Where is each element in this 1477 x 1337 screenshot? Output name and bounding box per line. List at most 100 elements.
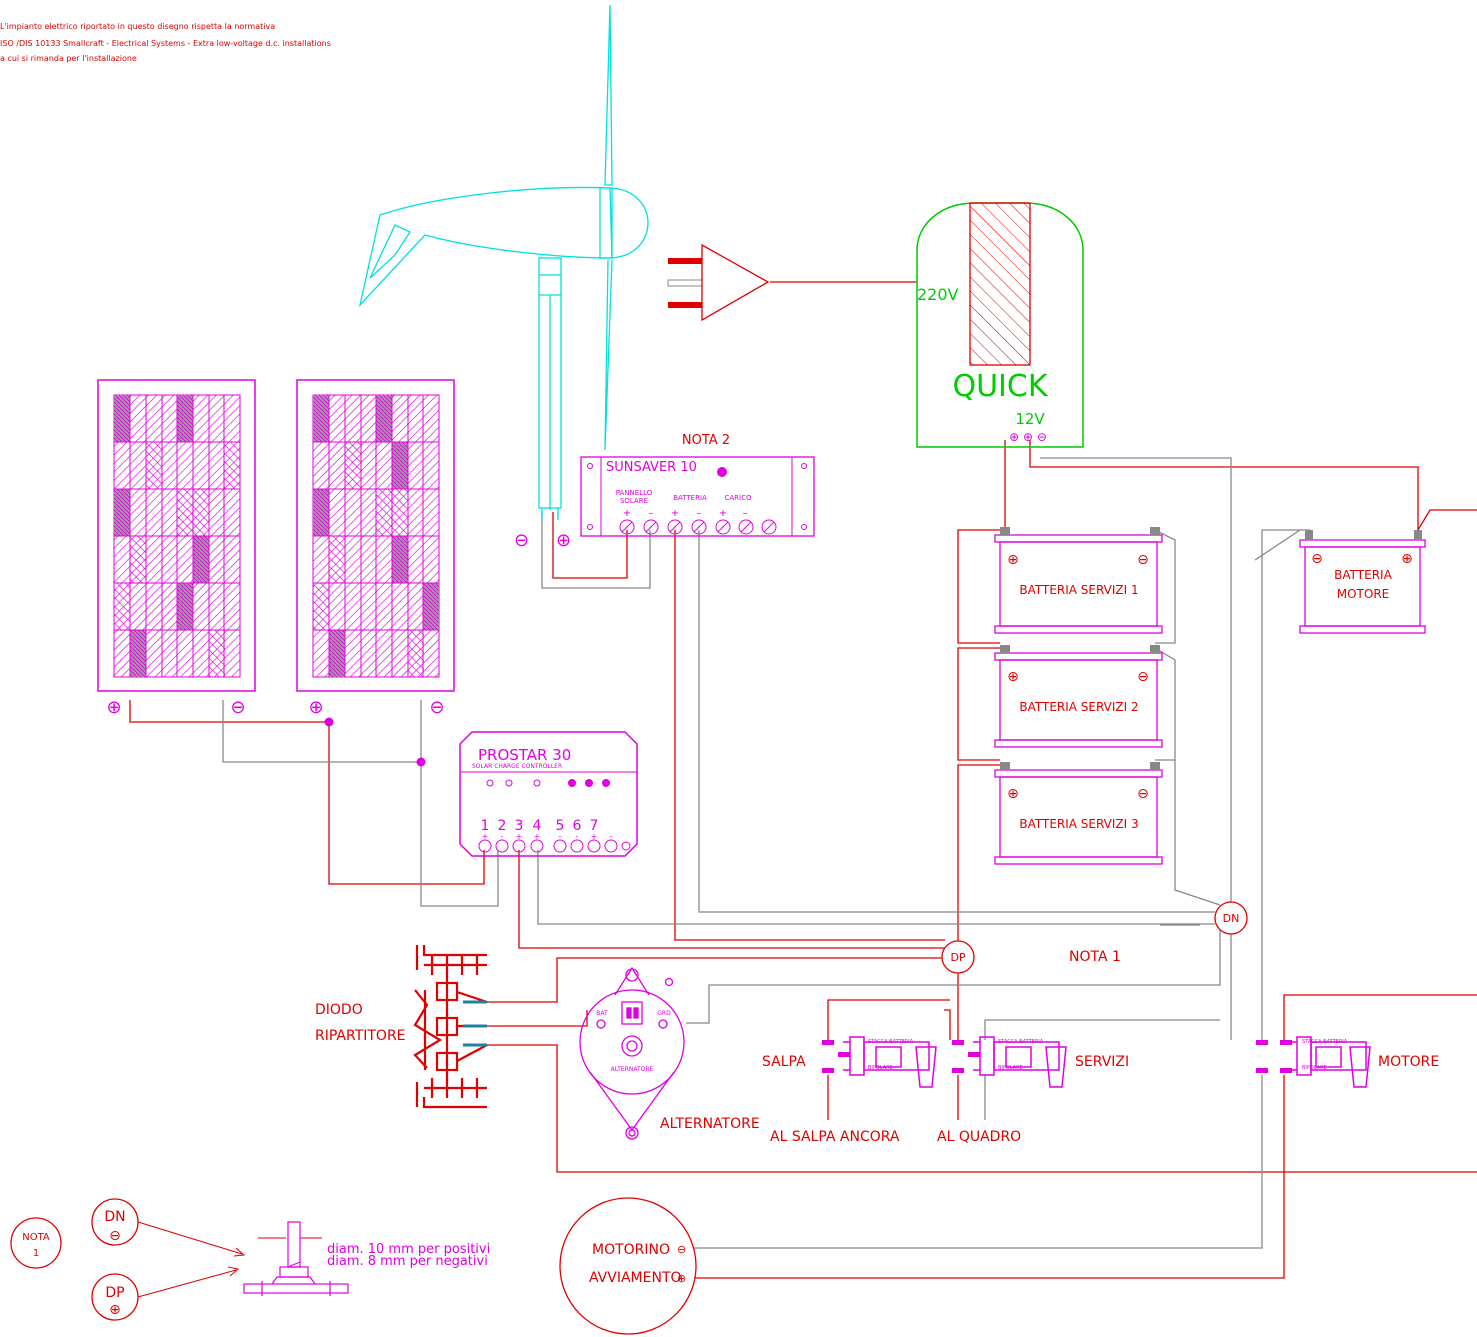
battery-servizi-3: ⊕ ⊖ BATTERIA SERVIZI 3: [994, 762, 1163, 865]
panel-left-positive-terminal: ⊕: [106, 697, 121, 718]
battery-negative-terminal: ⊖: [1137, 786, 1149, 802]
wind-generator: [358, 4, 649, 520]
prostar-terminal-number: 6: [573, 818, 582, 834]
switch-small-label-1: STACCA BATTERIA: [868, 1039, 914, 1045]
header-note-line-2: ISO /DIS 10133 Smallcraft - Electrical S…: [0, 39, 331, 48]
battery-positive-terminal: ⊕: [1007, 786, 1019, 802]
nota-1-legend: NOTA 1 DN ⊖ DP ⊕ diam. 10 mm per positiv…: [10, 1198, 490, 1321]
battery-servizi-3-label: BATTERIA SERVIZI 3: [1019, 817, 1138, 831]
plug-icon: [667, 243, 770, 322]
junction-dot: [416, 757, 426, 767]
battery-charger: 220V QUICK 12V ⊕ ⊕ ⊖: [916, 202, 1084, 448]
starter-label-1: MOTORINO: [592, 1242, 670, 1258]
prostar-terminal-polarity: +: [534, 832, 541, 841]
battery-motore-label-2: MOTORE: [1337, 587, 1390, 601]
switch-motore-label: MOTORE: [1378, 1054, 1439, 1070]
prostar-terminal-polarity: -: [610, 832, 613, 841]
sunsaver-polarity: +: [719, 508, 727, 519]
battery-switch-salpa: STACCA BATTERIA BIPOLARE: [822, 1036, 937, 1088]
prostar-terminal-polarity: +: [591, 832, 598, 841]
prostar-terminal-number: 2: [498, 818, 507, 834]
switch-small-label-2: BIPOLARE: [868, 1065, 893, 1071]
battery-switch-motore: STACCA BATTERIA BIPOLARE: [1256, 1036, 1371, 1088]
dn-bus-node: DN: [1214, 901, 1248, 935]
legend-dp-symbol: ⊕: [109, 1302, 121, 1318]
alternator-inner-label: ALTERNATORE: [611, 1066, 654, 1073]
header-note-line-1: L'impianto elettrico riportato in questo…: [0, 22, 275, 31]
panel-right-positive-terminal: ⊕: [308, 697, 323, 718]
prostar-name: PROSTAR 30: [478, 746, 571, 764]
starter-positive-terminal: ⊕: [677, 1272, 686, 1285]
led-icon: [717, 467, 727, 477]
battery-motore: ⊖ ⊕ BATTERIA MOTORE: [1299, 530, 1426, 634]
panel-right-negative-terminal: ⊖: [429, 697, 444, 718]
sunsaver-controller: SUNSAVER 10 PANNELLO SOLARE BATTERIA CAR…: [580, 456, 815, 537]
prostar-terminal-polarity: -: [559, 832, 562, 841]
prostar-terminal-polarity: -: [501, 832, 504, 841]
battery-servizi-2-label: BATTERIA SERVIZI 2: [1019, 700, 1138, 714]
prostar-terminal-number: 5: [556, 818, 565, 834]
alternator: [579, 966, 685, 1140]
sunsaver-battery-label: BATTERIA: [673, 494, 707, 502]
legend-dn-symbol: ⊖: [109, 1228, 121, 1244]
switch-small-label-1: STACCA BATTERIA: [1302, 1039, 1348, 1045]
switch-salpa-bottom-label: AL SALPA ANCORA: [770, 1129, 900, 1145]
dn-label: DN: [1223, 912, 1240, 925]
charger-name: QUICK: [952, 369, 1048, 404]
switch-small-label-2: BIPOLARE: [1302, 1065, 1327, 1071]
battery-negative-terminal: ⊖: [1311, 551, 1323, 567]
battery-positive-terminal: ⊕: [1401, 551, 1413, 567]
battery-negative-terminal: ⊖: [1137, 669, 1149, 685]
sunsaver-polarity: –: [743, 508, 748, 519]
starter-motor: MOTORINO AVVIAMENTO ⊖ ⊕: [559, 1197, 697, 1335]
legend-dp-label: DP: [105, 1285, 124, 1301]
nota-1-label: NOTA 1: [1069, 949, 1121, 965]
prostar-terminal-number: 1: [481, 818, 490, 834]
sunsaver-polarity: –: [697, 508, 702, 519]
battery-servizi-2: ⊕ ⊖ BATTERIA SERVIZI 2: [994, 645, 1163, 748]
starter-negative-terminal: ⊖: [677, 1243, 686, 1256]
charger-output-terminals: ⊕ ⊕ ⊖: [1009, 430, 1047, 444]
sunsaver-name: SUNSAVER 10: [606, 460, 697, 475]
legend-dim-positive: diam. 10 mm per positivi: [327, 1242, 490, 1257]
sunsaver-load-label: CARICO: [724, 494, 751, 502]
sunsaver-solar-label-1: PANNELLO: [616, 489, 653, 497]
charger-input-label: 220V: [917, 285, 959, 304]
dp-label: DP: [950, 951, 965, 964]
legend-dim-negative: diam. 8 mm per negativi: [327, 1254, 488, 1269]
switch-small-label-1: STACCA BATTERIA: [998, 1039, 1044, 1045]
junction-dot: [324, 717, 334, 727]
battery-motore-label-1: BATTERIA: [1334, 568, 1392, 582]
prostar-terminal-polarity: +: [482, 832, 489, 841]
prostar-terminal-polarity: +: [516, 832, 523, 841]
charger-output-label: 12V: [1015, 410, 1045, 428]
starter-label-2: AVVIAMENTO: [589, 1270, 682, 1286]
prostar-terminal-number: 7: [590, 818, 599, 834]
battery-positive-terminal: ⊕: [1007, 669, 1019, 685]
header-note-line-3: a cui si rimanda per l'installazione: [0, 54, 137, 63]
prostar-terminal-number: 3: [515, 818, 524, 834]
switch-small-label-2: BIPOLARE: [998, 1065, 1023, 1071]
alternator-grd-label: GRD: [657, 1010, 671, 1017]
legend-dn-label: DN: [104, 1209, 125, 1225]
header-notes: L'impianto elettrico riportato in questo…: [0, 22, 331, 63]
battery-servizi-1-label: BATTERIA SERVIZI 1: [1019, 583, 1138, 597]
diode-label-2: RIPARTITORE: [315, 1028, 406, 1044]
legend-nota-number: 1: [33, 1248, 39, 1259]
sunsaver-polarity: +: [671, 508, 679, 519]
sunsaver-polarity: +: [623, 508, 631, 519]
solar-panel-right: [296, 379, 455, 692]
switch-salpa-label: SALPA: [762, 1054, 806, 1070]
dp-bus-node: DP: [941, 940, 975, 974]
sunsaver-solar-label-2: SOLARE: [620, 497, 648, 505]
prostar-subtitle: SOLAR CHARGE CONTROLLER: [472, 763, 562, 770]
prostar-terminal-polarity: -: [576, 832, 579, 841]
panel-left-negative-terminal: ⊖: [230, 697, 245, 718]
prostar-terminal-number: 4: [533, 818, 542, 834]
wind-negative-terminal: ⊖: [514, 530, 529, 551]
legend-nota-label: NOTA: [22, 1232, 50, 1243]
prostar-controller: PROSTAR 30 SOLAR CHARGE CONTROLLER 1 2 3…: [459, 731, 638, 857]
alternator-label: ALTERNATORE: [660, 1116, 760, 1132]
battery-switch-servizi: STACCA BATTERIA BIPOLARE: [952, 1036, 1067, 1088]
